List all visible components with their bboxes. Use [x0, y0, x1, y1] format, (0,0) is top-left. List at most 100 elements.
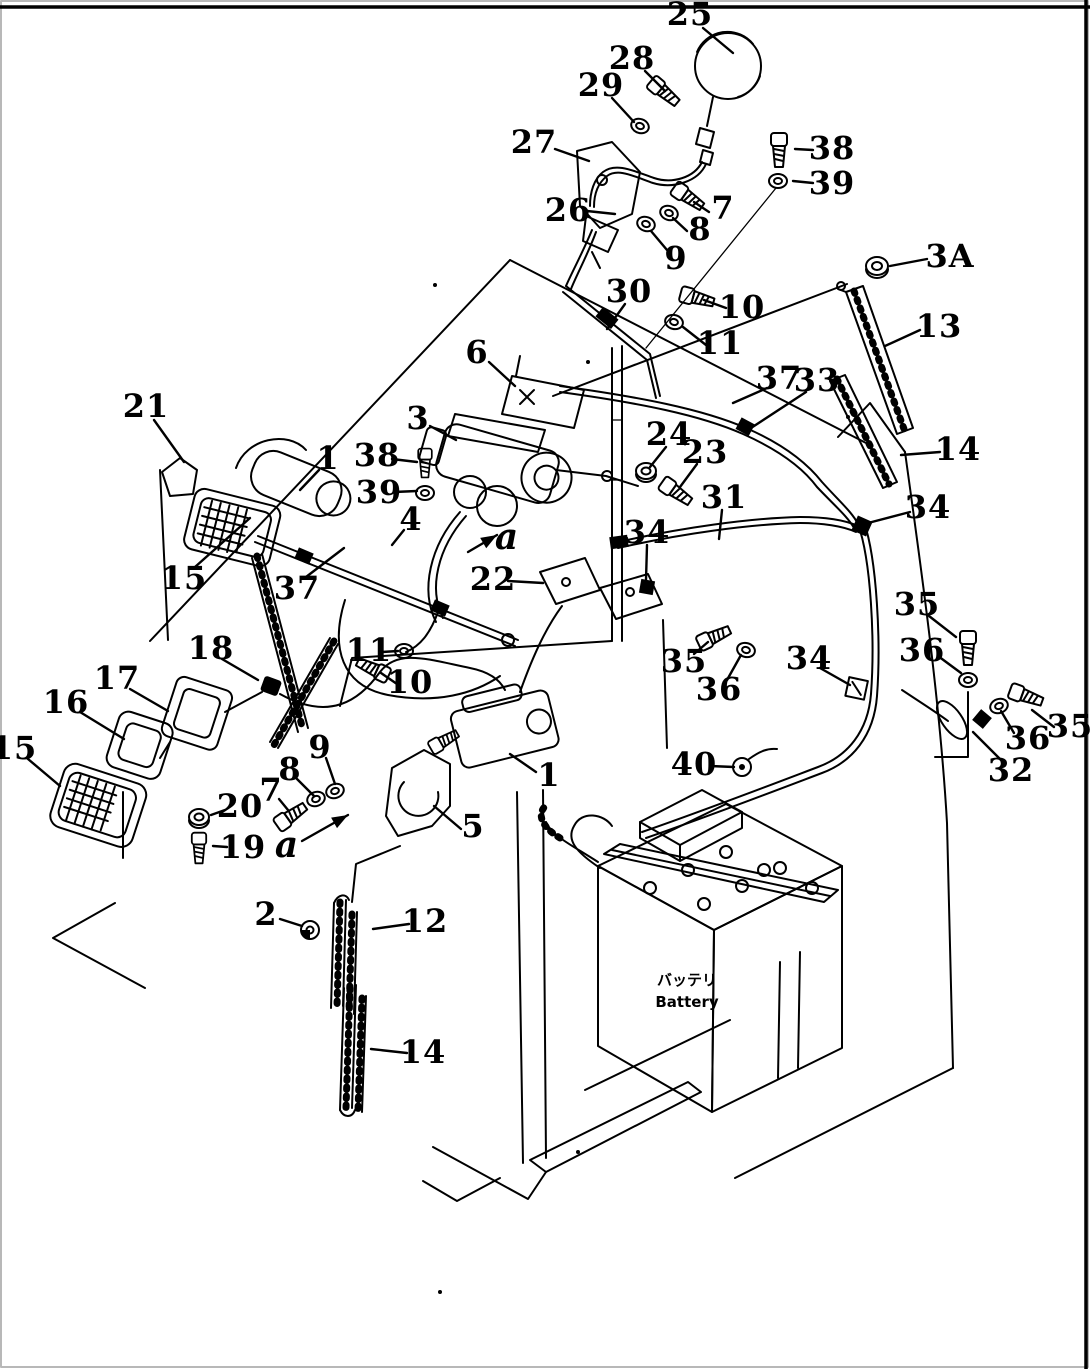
callout-22: 22 — [469, 560, 517, 598]
callout-1: 1 — [316, 439, 340, 477]
bracket-21 — [161, 457, 198, 497]
callout-18: 18 — [187, 629, 235, 667]
bolt-35-icon — [959, 630, 977, 666]
clamp-18-icon — [260, 676, 282, 696]
callout-15: 15 — [0, 729, 38, 767]
view-marker-a: a — [274, 824, 300, 866]
callout-13: 13 — [915, 307, 963, 345]
grommet-32-icon — [935, 700, 969, 740]
callout-24: 24 — [645, 415, 693, 453]
horn-bracket — [576, 141, 641, 269]
callout-11: 11 — [345, 631, 393, 669]
leader-lines — [26, 26, 1056, 1055]
bracket-22 — [539, 557, 663, 620]
callout-7: 7 — [259, 771, 283, 809]
wiper-arm-13 — [836, 281, 914, 435]
callout-6: 6 — [465, 333, 489, 371]
callout-3: 3 — [406, 399, 430, 437]
callout-5: 5 — [461, 807, 485, 845]
callout-34: 34 — [904, 488, 952, 526]
mid-fasteners — [188, 643, 462, 940]
callout-9: 9 — [308, 728, 332, 766]
view-arrow-icon — [331, 815, 348, 829]
callout-35: 35 — [1046, 707, 1090, 745]
washer-9-icon — [634, 213, 658, 235]
callout-8: 8 — [278, 750, 302, 788]
callout-40: 40 — [670, 745, 718, 783]
callout-36: 36 — [695, 670, 743, 708]
motor-bracket-6 — [447, 355, 585, 453]
callout-36: 36 — [1004, 719, 1052, 757]
right-side-fasteners — [694, 621, 1046, 758]
callout-2: 2 — [254, 895, 278, 933]
bolt-38-icon — [770, 132, 788, 168]
callout-11: 11 — [696, 324, 744, 362]
callout-31: 31 — [700, 478, 748, 516]
clamp-34-icon — [638, 578, 656, 596]
trim-strip-14 — [339, 984, 367, 1117]
callout-4: 4 — [399, 500, 423, 538]
callout-3A: 3A — [925, 237, 975, 275]
lamp-15-lower — [49, 762, 148, 848]
callout-37: 37 — [755, 359, 803, 397]
clamp-34-icon — [851, 515, 873, 537]
scan-specks — [433, 283, 850, 1294]
callout-10: 10 — [718, 288, 766, 326]
callout-38: 38 — [353, 436, 401, 474]
washer-39-icon — [768, 173, 788, 189]
wiper-blade-14 — [829, 374, 898, 489]
callout-25: 25 — [666, 0, 714, 33]
callout-16: 16 — [42, 683, 90, 721]
callout-14: 14 — [399, 1033, 447, 1071]
lamp-housing-1 — [235, 438, 352, 518]
lamp-15-upper — [183, 487, 282, 568]
callout-38: 38 — [808, 129, 856, 167]
bolt-19-icon — [190, 831, 208, 865]
lamp-struts — [224, 552, 506, 749]
wiper-motor-3 — [418, 423, 639, 623]
nut-20-icon — [188, 808, 210, 829]
nut-3a-icon — [865, 256, 889, 279]
relay-1 — [337, 599, 563, 769]
callout-23: 23 — [681, 433, 729, 471]
callout-35: 35 — [660, 642, 708, 680]
callout-9: 9 — [664, 239, 688, 277]
nut-24-icon — [635, 462, 657, 483]
roof-harness-33-37 — [559, 385, 859, 529]
callout-1: 1 — [537, 756, 561, 794]
callout-34: 34 — [623, 513, 671, 551]
harness-4 — [254, 535, 519, 653]
callout-27: 27 — [510, 123, 558, 161]
callout-17: 17 — [93, 659, 141, 697]
clamp-34-icon — [844, 676, 869, 701]
callout-32: 32 — [987, 751, 1035, 789]
bolt-35-icon — [1006, 681, 1046, 711]
callout-37: 37 — [273, 569, 321, 607]
callout-10: 10 — [386, 663, 434, 701]
view-marker-a: a — [494, 516, 520, 558]
callout-20: 20 — [216, 787, 264, 825]
callout-7: 7 — [711, 189, 735, 227]
wire-30 — [562, 187, 777, 399]
callout-35: 35 — [893, 585, 941, 623]
callout-15: 15 — [160, 559, 208, 597]
callout-30: 30 — [605, 272, 653, 310]
callout-19: 19 — [219, 828, 267, 866]
callout-39: 39 — [355, 473, 403, 511]
bolt-10-icon — [677, 284, 717, 312]
bolt-28-icon — [644, 73, 684, 111]
callout-29: 29 — [577, 66, 625, 104]
bracket-17 — [159, 675, 234, 759]
cab-outline — [52, 259, 954, 1202]
callout-33: 33 — [793, 361, 841, 399]
washer-36-icon — [958, 672, 978, 688]
gasket-16 — [105, 710, 174, 780]
battery-terminals — [643, 845, 819, 911]
callout-26: 26 — [544, 191, 592, 229]
callout-28: 28 — [608, 39, 656, 77]
battery-label-jp: バッテリ — [657, 971, 717, 989]
callout-34: 34 — [785, 639, 833, 677]
horn-wire — [589, 161, 707, 208]
